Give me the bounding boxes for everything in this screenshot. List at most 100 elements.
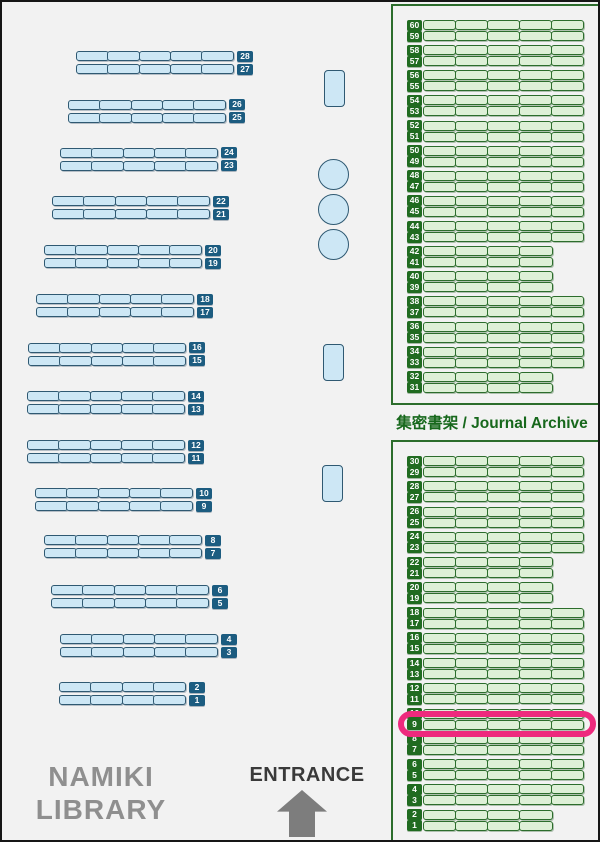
shelf-segment [518,81,552,92]
journal-archive-lower-panel [391,440,598,840]
shelf-segment [36,294,69,304]
shelf-number-label-54: 54 [407,94,422,106]
shelf-segment [107,64,141,75]
shelf-segment [89,391,123,401]
shelf-segment [422,321,456,332]
shelf-segment [454,20,488,30]
shelf-segment [422,332,456,343]
shelf-segment [99,112,133,123]
shelf-segment [201,64,234,75]
archive-upper-shelf-row-46 [422,195,584,206]
shelf-segment [550,307,584,318]
archive-upper-shelf-row-31 [422,382,553,393]
shelf-segment [128,488,162,498]
archive-upper-shelf-row-40 [422,271,553,282]
shelf-number-label-6: 6 [212,584,228,596]
shelf-segment [59,355,93,366]
shelf-number-label-25: 25 [407,517,422,528]
archive-upper-shelf-row-57 [422,56,584,67]
shelf-segment [177,209,210,220]
shelf-segment [145,196,179,206]
shelf-segment [98,294,132,304]
shelf-segment [550,759,584,769]
shelf-segment [518,467,552,477]
shelf-segment [454,70,488,81]
shelf-segment [486,221,520,232]
shelf-segment [550,206,584,217]
shelf-row-4 [60,634,218,644]
shelf-segment [486,492,520,503]
archive-lower-shelf-row-16 [422,632,584,643]
shelf-segment [422,542,456,553]
archive-lower-shelf-row-18 [422,607,584,618]
shelf-segment [83,209,117,220]
shelf-segment [454,145,488,156]
shelf-segment [486,56,520,67]
shelf-segment [130,112,164,123]
archive-upper-shelf-row-60 [422,20,584,30]
shelf-segment [454,759,488,769]
shelf-segment [58,453,92,464]
shelf-segment [52,196,85,206]
shelf-segment [550,607,584,618]
shelf-number-label-19: 19 [205,257,221,269]
shelf-segment [28,342,61,353]
shelf-number-label-7: 7 [205,547,221,559]
shelf-segment [422,759,456,769]
shelf-segment [454,31,488,41]
shelf-segment [454,232,488,243]
shelf-segment [422,593,457,604]
shelf-segment [454,492,488,503]
highlighted-shelf-9-ring [398,711,596,737]
shelf-segment [83,196,117,206]
shelf-number-label-34: 34 [407,346,422,358]
shelf-segment [120,453,154,464]
shelf-row-8 [44,535,202,545]
shelf-segment [486,257,521,268]
library-name-line2: LIBRARY [35,794,167,825]
shelf-segment [550,795,584,806]
shelf-number-label-31: 31 [407,382,422,394]
shelf-segment [422,669,456,679]
shelf-number-label-30: 30 [407,455,422,467]
shelf-segment [422,271,457,282]
shelf-segment [550,221,584,232]
shelf-segment [152,453,185,464]
shelf-segment [518,106,552,117]
shelf-row-14 [27,391,185,401]
shelf-segment [550,481,584,492]
shelf-segment [60,160,93,171]
shelf-segment [422,45,456,56]
shelf-segment [454,506,488,517]
shelf-segment [518,607,552,618]
shelf-number-label-24: 24 [407,531,422,543]
shelf-segment [486,784,520,795]
shelf-segment [518,20,552,30]
shelf-segment [518,131,552,142]
shelf-segment [454,795,488,806]
shelf-segment [422,506,456,517]
shelf-segment [486,568,521,578]
shelf-segment [60,634,93,644]
shelf-segment [90,695,124,706]
shelf-segment [518,382,553,393]
shelf-number-label-3: 3 [407,794,422,806]
shelf-segment [422,70,456,81]
shelf-segment [550,120,584,131]
shelf-segment [518,643,552,654]
shelf-segment [518,820,553,831]
shelf-row-26 [68,99,226,110]
archive-upper-shelf-row-37 [422,307,584,318]
shelf-segment [486,332,520,343]
shelf-segment [486,593,521,604]
shelf-segment [422,643,456,654]
shelf-number-label-41: 41 [407,256,422,268]
shelf-row-27 [76,64,234,75]
shelf-segment [550,506,584,517]
shelf-segment [128,501,162,512]
shelf-segment [28,355,61,366]
shelf-segment [121,355,155,366]
shelf-segment [129,294,163,304]
shelf-segment [486,382,521,393]
